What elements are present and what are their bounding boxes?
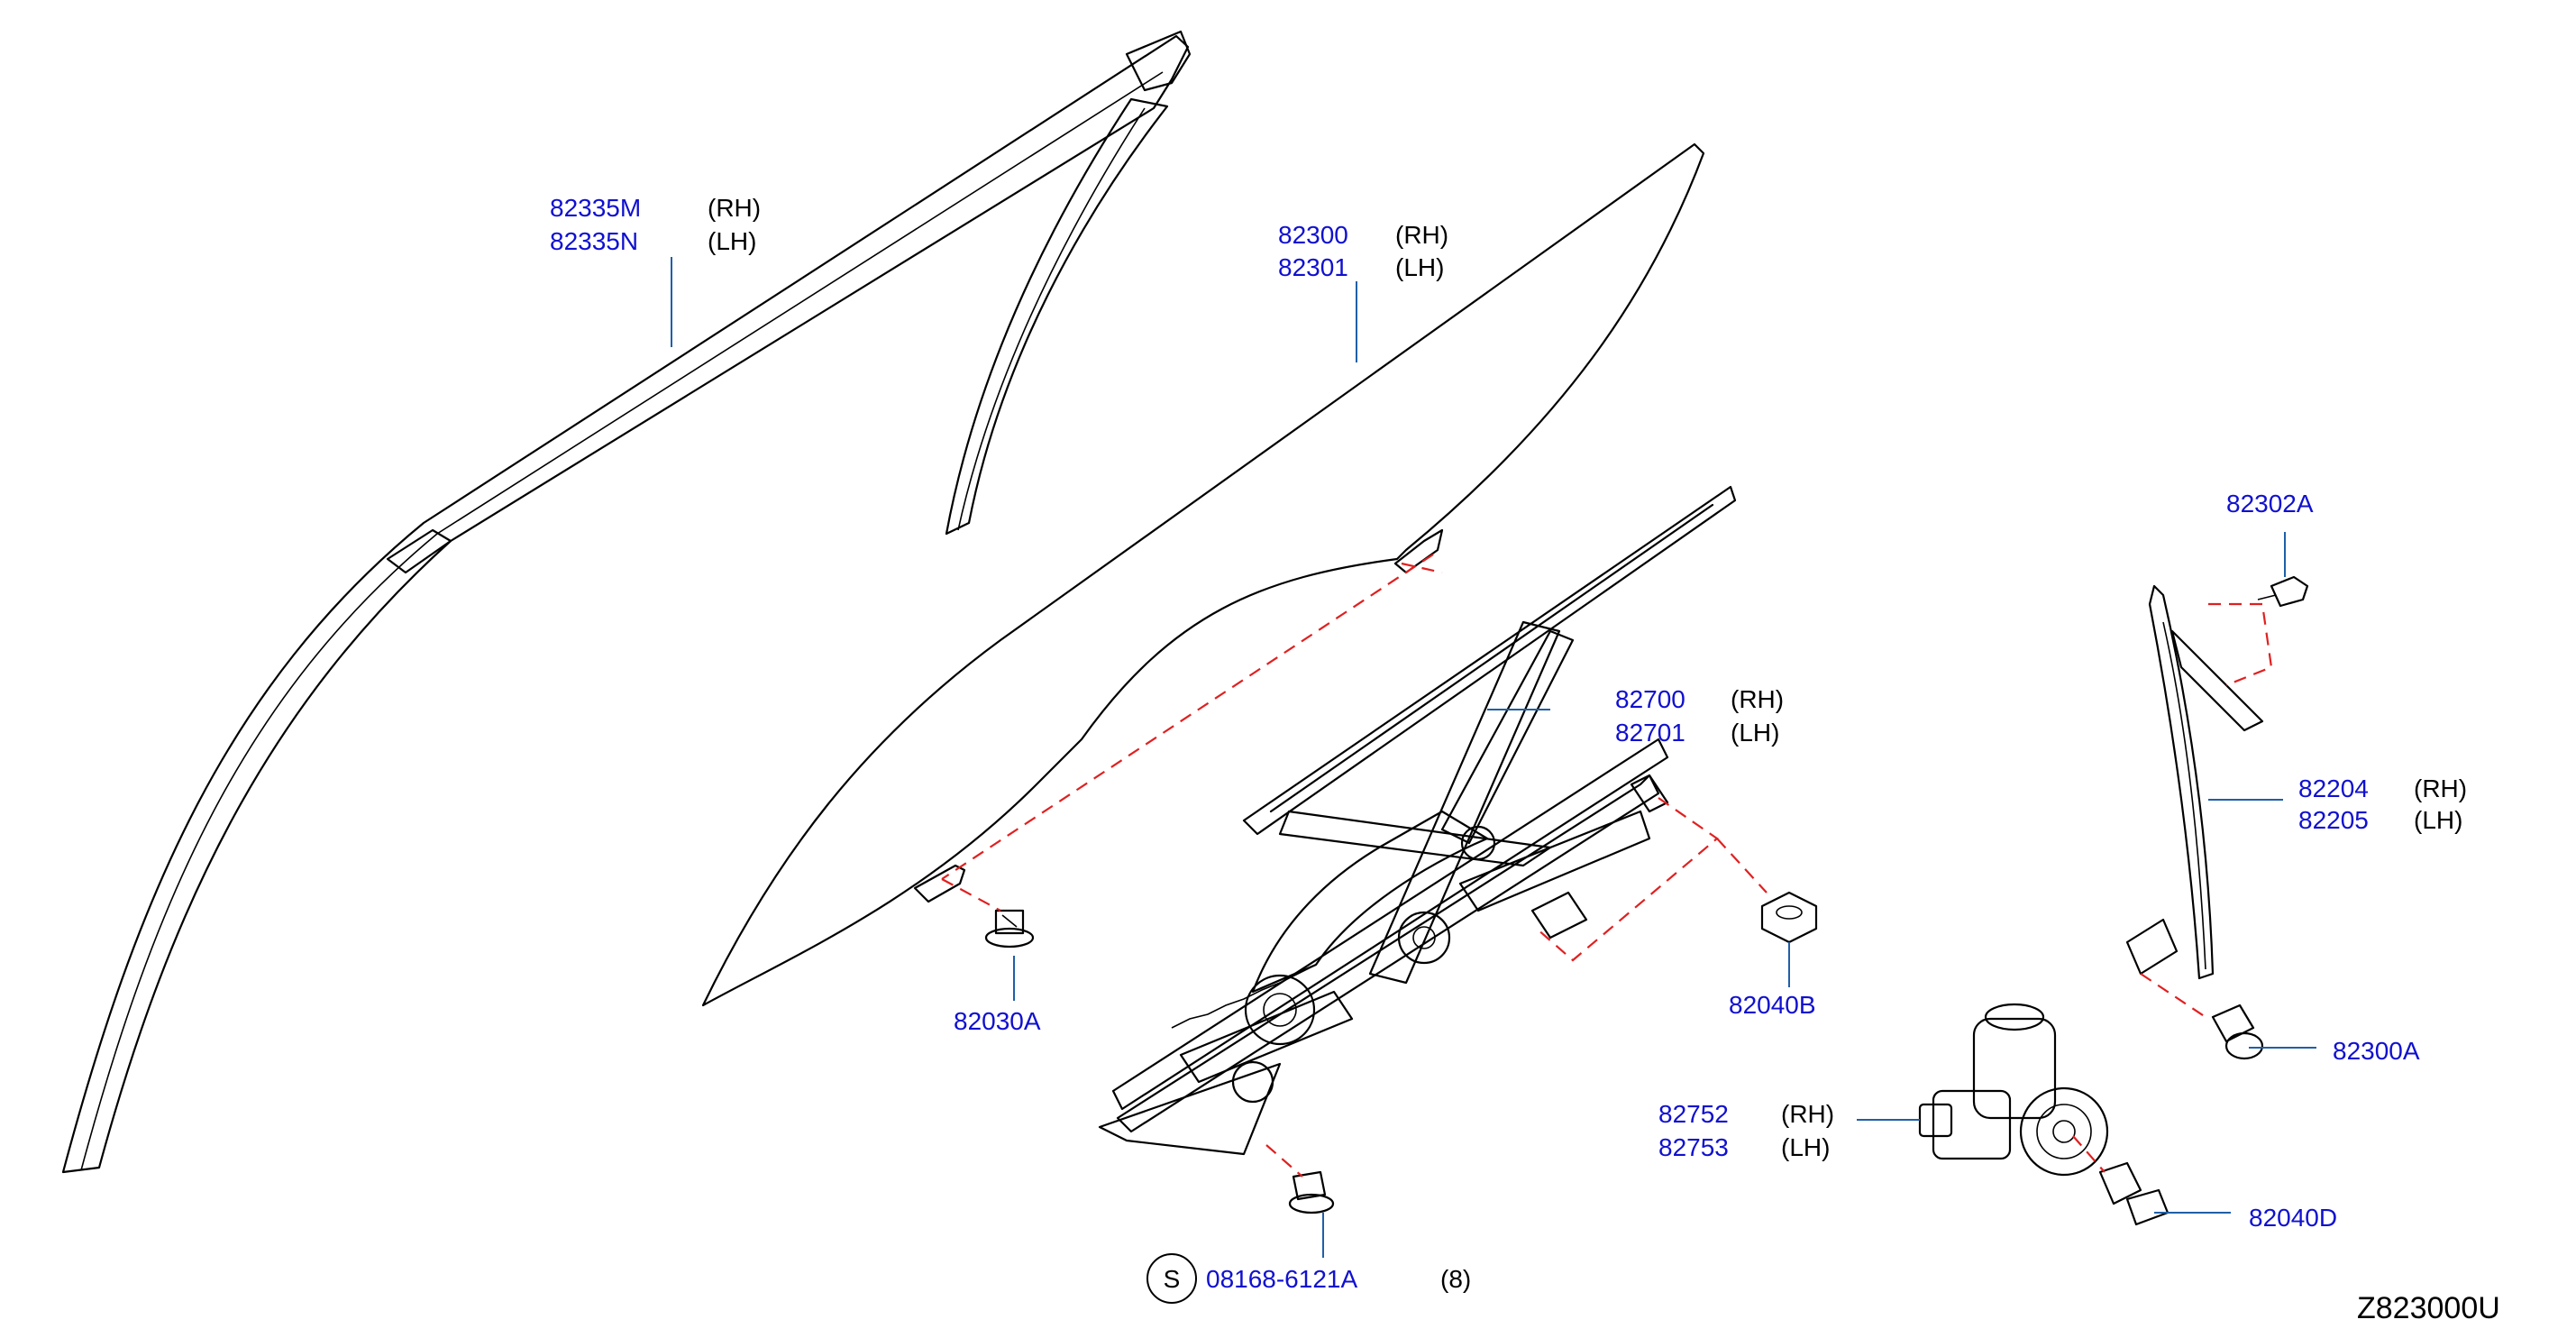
bolt-82302A <box>2257 575 2309 608</box>
assembly-guides <box>941 554 2273 1178</box>
bolt-82040D <box>2098 1161 2170 1226</box>
side-lh: (LH) <box>1781 1133 1830 1161</box>
part-number-82335N: 82335N <box>550 227 638 255</box>
part-number-82030A: 82030A <box>954 1007 1041 1035</box>
leader-lines <box>671 257 2316 1258</box>
window-regulator <box>1098 485 1737 1156</box>
standard-part-symbol <box>1146 1253 1197 1304</box>
part-number-82300: 82300 <box>1278 221 1348 249</box>
regulator-motor <box>1918 1003 2109 1177</box>
diagram-reference-id: Z823000U <box>2357 1291 2500 1325</box>
part-number-82335M: 82335M <box>550 194 641 222</box>
front-sash <box>2125 584 2264 980</box>
bolt-08168 <box>1288 1170 1335 1214</box>
clip-82030A <box>984 909 1035 949</box>
callout-82300A: 82300A <box>2333 1037 2420 1065</box>
part-number-82205: 82205 <box>2298 806 2369 834</box>
callout-82204: 82204 82205 (RH) (LH) <box>2298 774 2467 834</box>
side-lh: (LH) <box>1731 719 1779 747</box>
nut-82040B <box>1760 891 1818 944</box>
side-lh: (LH) <box>708 227 756 255</box>
side-rh: (RH) <box>708 194 761 222</box>
part-number-82701: 82701 <box>1615 719 1685 747</box>
side-lh: (LH) <box>1395 253 1444 281</box>
callout-82335: 82335M 82335N (RH) (LH) <box>550 194 761 255</box>
side-rh: (RH) <box>1781 1100 1834 1128</box>
callout-82700: 82700 82701 (RH) (LH) <box>1615 685 1784 747</box>
part-number-82753: 82753 <box>1658 1133 1729 1161</box>
part-number-82752: 82752 <box>1658 1100 1729 1128</box>
callout-82040D: 82040D <box>2249 1204 2337 1232</box>
callout-82752: 82752 82753 (RH) (LH) <box>1658 1100 1834 1161</box>
callout-08168: S 08168-6121A (8) <box>1146 1253 1471 1304</box>
part-number-82204: 82204 <box>2298 774 2369 802</box>
callout-82300: 82300 82301 (RH) (LH) <box>1278 221 1448 281</box>
part-number-82700: 82700 <box>1615 685 1685 713</box>
part-number-82302A: 82302A <box>2226 490 2314 518</box>
part-number-82301: 82301 <box>1278 253 1348 281</box>
standard-part-letter: S <box>1164 1265 1181 1293</box>
part-number-82040B: 82040B <box>1729 991 1816 1019</box>
side-rh: (RH) <box>1731 685 1784 713</box>
part-number-82040D: 82040D <box>2249 1204 2337 1232</box>
bolt-82300A <box>2211 1004 2264 1060</box>
part-number-82300A: 82300A <box>2333 1037 2420 1065</box>
part-number-08168-6121A: 08168-6121A <box>1206 1265 1357 1293</box>
side-rh: (RH) <box>2414 774 2467 802</box>
callout-82040B: 82040B <box>1729 991 1816 1019</box>
quantity: (8) <box>1440 1265 1471 1293</box>
side-lh: (LH) <box>2414 806 2462 834</box>
callout-82030A: 82030A <box>954 1007 1041 1035</box>
side-rh: (RH) <box>1395 221 1448 249</box>
door-glass <box>701 142 1705 1007</box>
glass-run-channel <box>61 30 1192 1174</box>
callout-82302A: 82302A <box>2226 490 2314 518</box>
